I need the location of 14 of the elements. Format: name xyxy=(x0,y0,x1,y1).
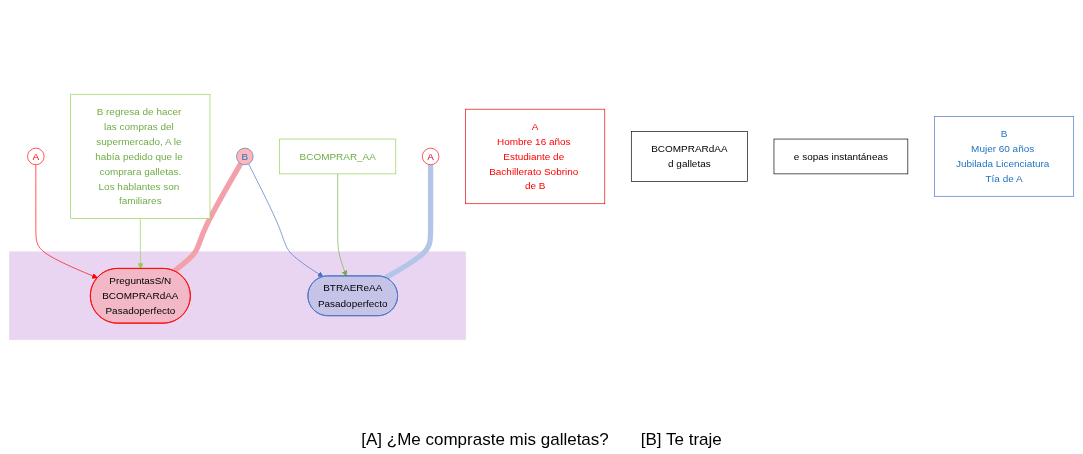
connector xyxy=(172,162,243,274)
node-box: A Hombre 16 años Estudiante de Bachillerato Sobrino de B xyxy=(465,108,606,205)
node-box: BCOMPRARdAA d galletas xyxy=(630,131,748,182)
connector xyxy=(384,164,434,281)
node-circle: B xyxy=(236,147,254,166)
node-circle: A xyxy=(27,147,45,166)
node-box: B Mujer 60 años Jubilada Licenciatura Tía de A xyxy=(934,116,1074,197)
node-box: e sopas instantáneas xyxy=(773,138,909,175)
cluster xyxy=(9,251,466,341)
dialogue-line: [B] Te traje xyxy=(640,430,722,450)
node-circle: A xyxy=(422,147,440,166)
dialogue-line: [A] ¿Me compraste mis galletas? xyxy=(361,430,609,450)
node-box: BCOMPRAR_AA xyxy=(279,138,397,175)
node-box: B regresa de hacer las compras del supermercado, A le había pedido que le comprara galletas. Los hablantes son familiares xyxy=(70,93,211,219)
